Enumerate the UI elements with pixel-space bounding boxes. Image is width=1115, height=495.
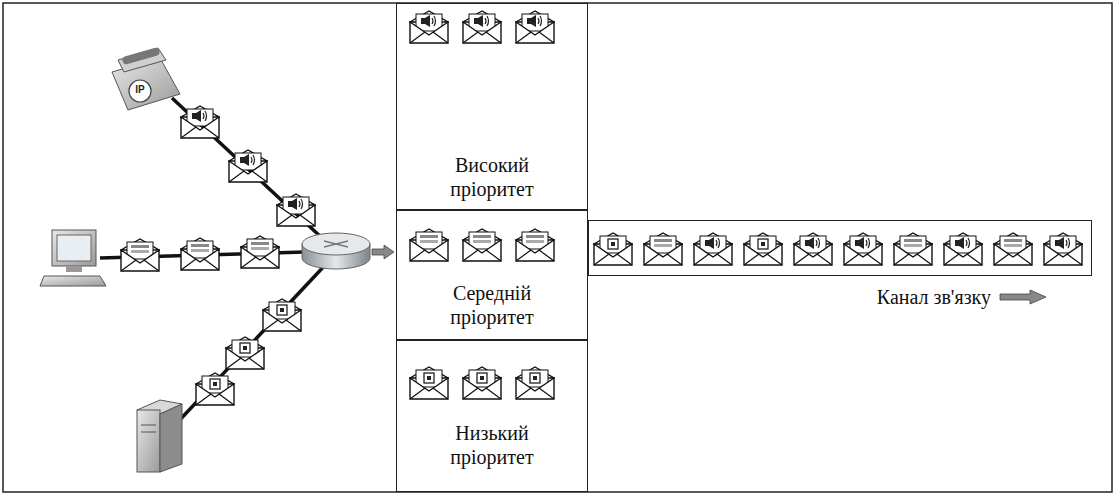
server xyxy=(137,400,182,472)
node-text: Середній пріоритет xyxy=(430,281,555,329)
router xyxy=(302,233,394,269)
node-text: Канал зв'язку xyxy=(877,285,991,309)
ip-phone xyxy=(112,47,180,110)
queue-box: Високий пріоритет xyxy=(396,3,588,210)
channel-box: Канал зв'язку xyxy=(588,220,1092,276)
queue-box: Середній пріоритет xyxy=(396,210,588,340)
computer xyxy=(40,230,106,286)
node-text: Високий пріоритет xyxy=(430,153,555,201)
node-text: Низький пріоритет xyxy=(430,421,555,469)
queue-box: Низький пріоритет xyxy=(396,340,588,492)
phone-badge: IP xyxy=(129,84,151,95)
direction-arrow xyxy=(1000,290,1046,304)
